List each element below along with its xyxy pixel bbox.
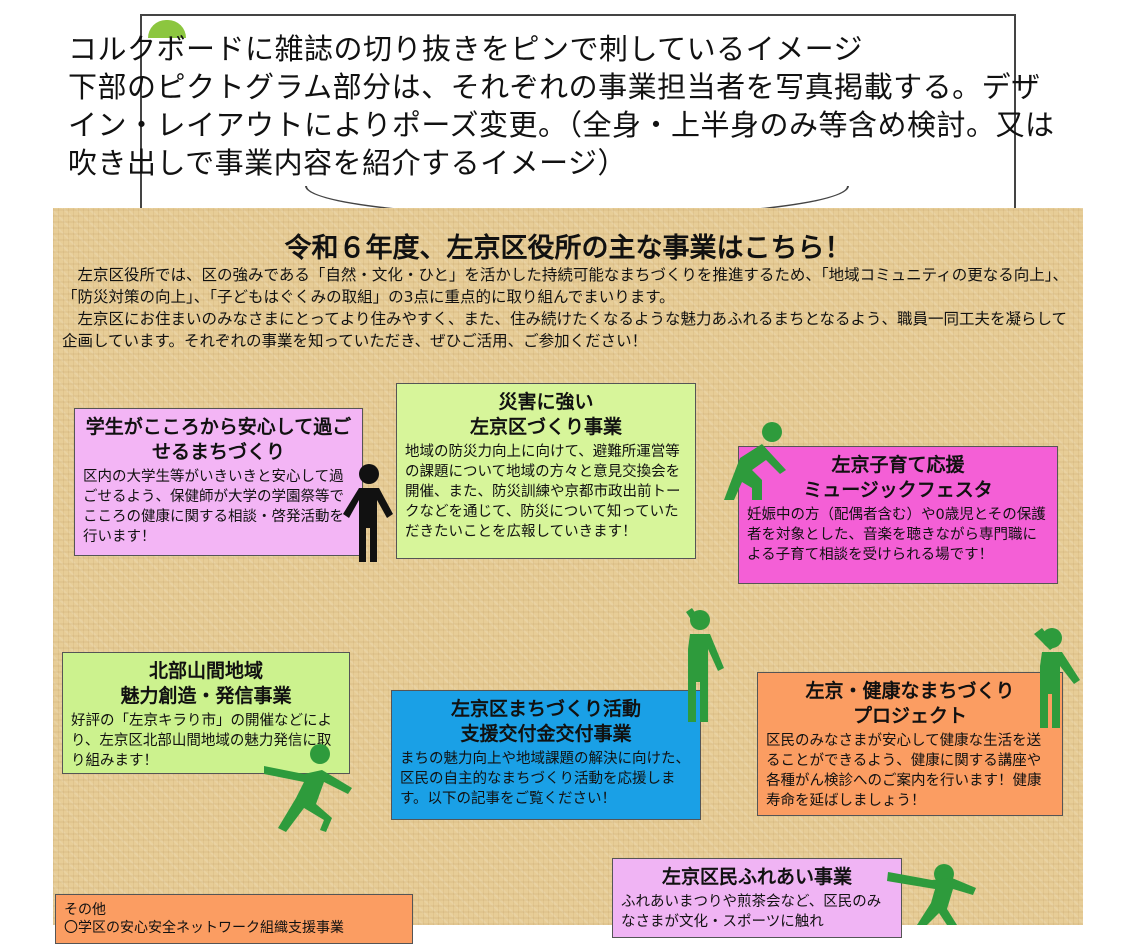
card-community-grant: 左京区まちづくり活動 支援交付金交付事業 まちの魅力向上や地域課題の解決に向けた… — [391, 690, 701, 820]
card-body: その他 〇学区の安心安全ネットワーク組織支援事業 — [64, 902, 344, 936]
card-fureai: 左京区民ふれあい事業 ふれあいまつりや煎茶会など、区民のみなさまが文化・スポーツ… — [612, 858, 902, 938]
card-northern-mountain: 北部山間地域 魅力創造・発信事業 好評の「左京キラり市」の開催などにより、左京区… — [62, 652, 350, 774]
pictogram-person-crouching — [724, 422, 786, 500]
card-other: その他 〇学区の安心安全ネットワーク組織支援事業 — [55, 894, 413, 944]
intro-paragraph-1: 左京区役所では、区の強みである「自然・文化・ひと」を活かした持続可能なまちづくり… — [62, 266, 1068, 306]
card-title: 左京区まちづくり活動 支援交付金交付事業 — [450, 698, 641, 745]
card-title: 災害に強い 左京区づくり事業 — [469, 391, 622, 438]
design-note: コルクボードに雑誌の切り抜きをピンで刺しているイメージ 下部のピクトグラム部分は… — [68, 32, 1055, 180]
card-body: 区民のみなさまが安心して健康な生活を送ることができるよう、健康に関する講座や各種… — [766, 733, 1042, 809]
pictogram-person-running — [264, 744, 352, 832]
card-health-project: 左京・健康なまちづくり プロジェクト 区民のみなさまが安心して健康な生活を送るこ… — [757, 672, 1063, 816]
card-body: 好評の「左京キラり市」の開催などにより、左京区北部山間地域の魅力発信に取り組みま… — [71, 713, 332, 769]
intro-paragraph-2: 左京区にお住まいのみなさまにとってより住みやすく、また、住み続けたくなるような魅… — [62, 310, 1068, 350]
page-title: 令和６年度、左京区役所の主な事業はこちら！ — [284, 233, 852, 264]
note-frame — [140, 14, 1016, 210]
card-body: ふれあいまつりや煎茶会など、区民のみなさまが文化・スポーツに触れ — [621, 894, 882, 930]
card-title: 北部山間地域 魅力創造・発信事業 — [120, 660, 292, 707]
pictogram-person-thinking — [686, 608, 724, 722]
card-body: 区内の大学生等がいきいきと安心して過ごせるよう、保健師が大学の学園祭等でこころの… — [83, 469, 344, 545]
card-body: まちの魅力向上や地域課題の解決に向けた、区民の自主的なまちづくり活動を応援します… — [400, 751, 690, 807]
intro-text: 左京区役所では、区の強みである「自然・文化・ひと」を活かした持続可能なまちづくり… — [62, 264, 1076, 352]
card-music-festa: 左京子育て応援 ミュージックフェスタ 妊娠中の方（配偶者含む）や0歳児とその保護… — [738, 446, 1058, 584]
card-disaster-prevention: 災害に強い 左京区づくり事業 地域の防災力向上に向けて、避難所運営等の課題につい… — [396, 383, 696, 559]
note-tab-decoration — [148, 20, 186, 38]
pictogram-person-reaching — [887, 864, 976, 925]
card-title: 学生がこころから安心して過ごせるまちづくり — [85, 416, 352, 463]
pictogram-person-saluting — [1034, 628, 1080, 728]
card-title: 左京子育て応援 ミュージックフェスタ — [803, 454, 993, 501]
pictogram-person-pointing-black — [343, 464, 393, 562]
card-body: 妊娠中の方（配偶者含む）や0歳児とその保護者を対象とした、音楽を聴きながら専門職… — [747, 507, 1046, 563]
card-title: 左京区民ふれあい事業 — [661, 866, 852, 888]
card-title: 左京・健康なまちづくり プロジェクト — [805, 680, 1015, 727]
card-body: 地域の防災力向上に向けて、避難所運営等の課題について地域の方々と意見交換会を開催… — [405, 444, 681, 540]
card-student-support: 学生がこころから安心して過ごせるまちづくり 区内の大学生等がいきいきと安心して過… — [74, 408, 363, 556]
